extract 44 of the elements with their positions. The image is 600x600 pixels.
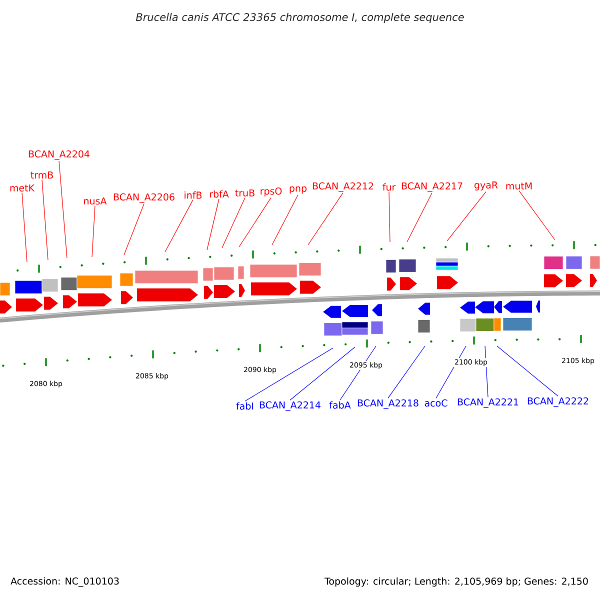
leader-line	[244, 348, 334, 402]
accession-text: Accession: NC_010103	[10, 577, 119, 587]
title: Brucella canis ATCC 23365 chromosome I, complete sequence	[136, 12, 464, 24]
leader-line	[496, 346, 558, 396]
gene-label: fabI	[236, 402, 254, 410]
gene-label: BCAN_A2218	[358, 399, 418, 409]
summary-text: Topology: circular; Length: 2,105,969 bp; Genes: 2,150	[324, 577, 588, 587]
leader-line	[222, 197, 246, 248]
leader-line	[42, 179, 48, 260]
gene-label: fur	[382, 183, 396, 191]
leader-line	[58, 160, 68, 258]
leader-line	[290, 346, 356, 400]
leader-line	[388, 346, 426, 398]
gene-label: rpsO	[260, 187, 282, 197]
gene-label: pnp	[290, 186, 307, 194]
gene-label: fabA	[329, 401, 351, 409]
leader-line	[272, 194, 298, 246]
gene-label: trmB	[30, 172, 53, 178]
gene-label: mutM	[506, 182, 532, 190]
gene-label: BCAN_A2206	[114, 193, 174, 203]
gene-label: truB	[235, 189, 254, 197]
leader-line	[124, 204, 144, 256]
leader-line	[388, 192, 390, 242]
leader-line	[518, 190, 556, 240]
gene-label: BCAN_A2221	[458, 398, 518, 408]
leader-line	[22, 192, 28, 262]
leader-line	[206, 198, 220, 250]
gene-label: nusA	[84, 197, 107, 205]
gene-label: infB	[184, 191, 202, 199]
leader-line	[406, 192, 432, 242]
gene-label: BCAN_A2214	[260, 401, 320, 411]
gene-label: gyaR	[474, 182, 498, 190]
gene-label: BCAN_A2212	[312, 182, 374, 192]
leader-line	[164, 200, 194, 252]
leader-line	[238, 197, 272, 248]
gene-label: metK	[10, 184, 35, 192]
gene-label: BCAN_A2204	[28, 150, 90, 160]
gene-label: rbfA	[210, 190, 229, 198]
gene-label: BCAN_A2217	[402, 182, 462, 192]
leader-line	[92, 205, 96, 258]
leader-line	[308, 192, 344, 246]
gene-label: BCAN_A2222	[528, 397, 588, 407]
leader-line	[446, 191, 486, 242]
gene-label: acoC	[424, 399, 448, 407]
